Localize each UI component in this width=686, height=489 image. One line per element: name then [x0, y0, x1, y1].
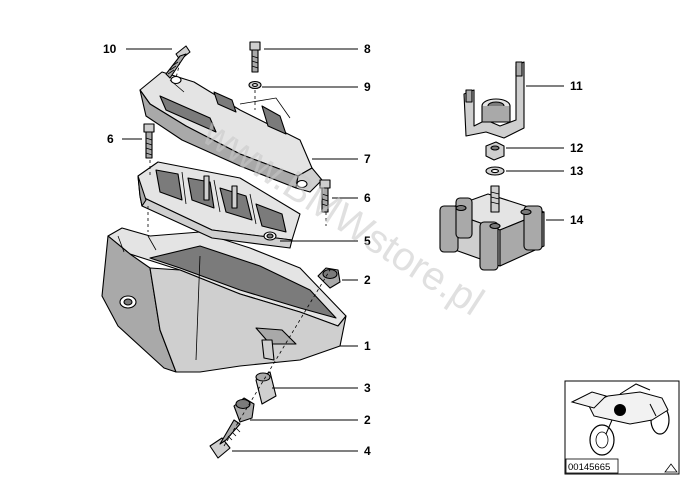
leader-lines — [122, 48, 564, 452]
callout-3: 3 — [364, 381, 371, 395]
callout-5: 5 — [364, 234, 371, 248]
callout-14: 14 — [570, 213, 584, 227]
part-screw-6b[interactable] — [319, 179, 331, 213]
part-bracket-11[interactable] — [463, 61, 525, 139]
part-screw-10[interactable] — [165, 45, 191, 79]
callout-8: 8 — [364, 42, 371, 56]
callout-6b: 6 — [364, 191, 371, 205]
part-sleeve-3[interactable] — [255, 371, 277, 405]
callout-12: 12 — [570, 141, 584, 155]
callout-11: 11 — [570, 79, 583, 93]
callout-13: 13 — [570, 164, 584, 178]
part-screw-6a[interactable] — [143, 123, 155, 159]
callout-9: 9 — [364, 80, 371, 94]
callout-6a: 6 — [107, 132, 114, 146]
part-mount-14[interactable] — [439, 185, 545, 271]
callout-10: 10 — [103, 42, 117, 56]
part-screw-8[interactable] — [249, 41, 261, 73]
part-washer-9[interactable] — [248, 80, 262, 90]
callout-2a: 2 — [364, 273, 371, 287]
part-housing-lower[interactable] — [101, 227, 347, 373]
part-bolt-4[interactable] — [209, 419, 241, 459]
callout-1: 1 — [364, 339, 371, 353]
part-nut-12[interactable] — [485, 141, 505, 161]
triangle-icon — [664, 463, 678, 473]
callout-2b: 2 — [364, 413, 371, 427]
locator-thumbnail[interactable]: 00145665 — [564, 380, 680, 475]
part-tray-middle[interactable] — [137, 161, 301, 249]
callout-4: 4 — [364, 444, 371, 458]
part-grommet-2a[interactable] — [317, 267, 341, 289]
reference-number: 00145665 — [568, 462, 610, 473]
callout-7: 7 — [364, 152, 371, 166]
part-cover[interactable] — [139, 71, 323, 193]
callout-labels: 10 8 9 11 6 7 12 13 6 14 5 2 1 3 2 4 — [103, 42, 584, 458]
motorcycle-locator-icon — [570, 383, 670, 456]
part-washer-13[interactable] — [485, 166, 505, 176]
part-grommet-2b[interactable] — [233, 397, 255, 423]
location-marker — [614, 404, 626, 416]
